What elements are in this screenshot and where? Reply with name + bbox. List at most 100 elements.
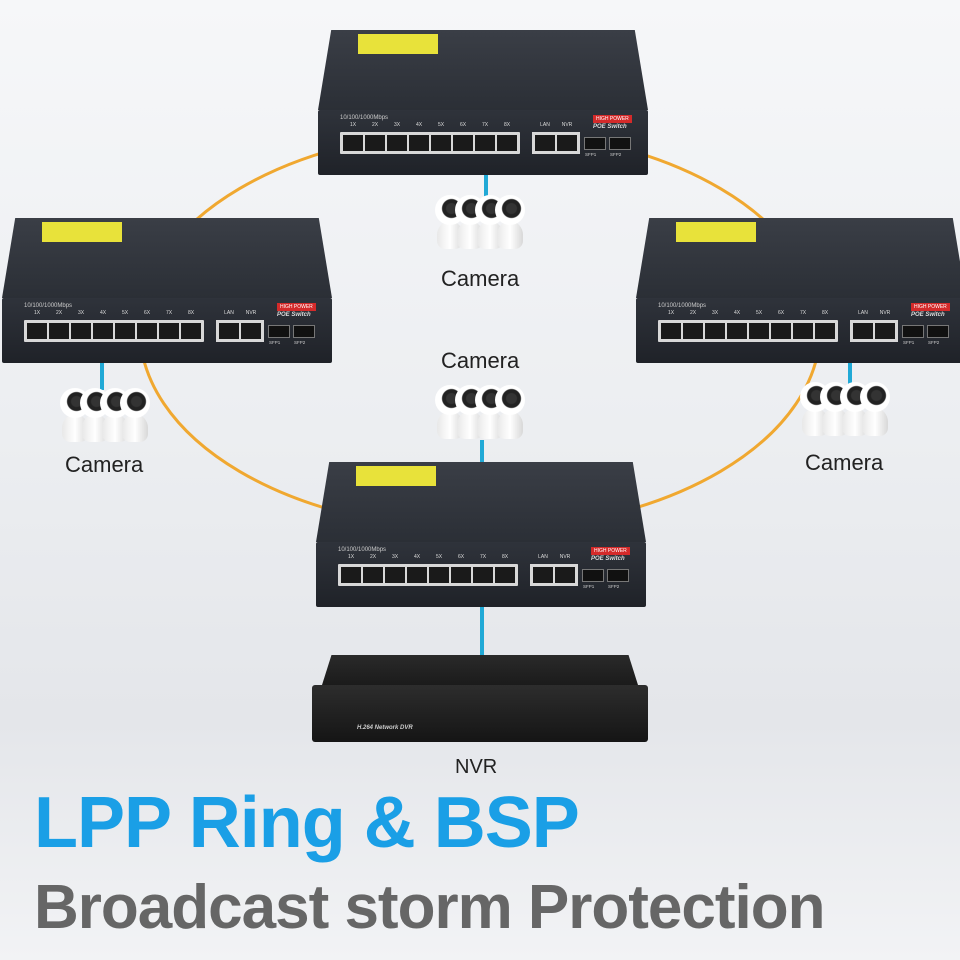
uplink-port: LAN — [533, 554, 553, 583]
camera-label-left: Camera — [65, 452, 144, 477]
camera-group-right — [800, 382, 890, 438]
port-label: 1X — [33, 310, 41, 316]
port-label: 3X — [393, 122, 401, 128]
uplink-port: NVR — [557, 122, 577, 151]
sfp-label: SFP1 — [585, 152, 597, 157]
uplink-label: LAN — [224, 310, 234, 316]
port-label: 8X — [501, 554, 509, 560]
port-label: 1X — [347, 554, 355, 560]
headline-subtitle: Broadcast storm Protection — [34, 873, 826, 942]
label-sticker — [356, 466, 436, 486]
port-label: 4X — [733, 310, 741, 316]
sfp-port: SFP2 — [607, 569, 629, 589]
camera-label-right: Camera — [805, 450, 884, 475]
port-label: 3X — [711, 310, 719, 316]
ethernet-port: 3X — [387, 122, 407, 151]
port-label: 2X — [689, 310, 697, 316]
model-label: POE Switch — [591, 556, 625, 562]
ethernet-port: 7X — [159, 310, 179, 339]
port-label: 2X — [371, 122, 379, 128]
ethernet-port: 8X — [497, 122, 517, 151]
ethernet-port: 2X — [683, 310, 703, 339]
port-label: 8X — [821, 310, 829, 316]
ethernet-port: 1X — [341, 554, 361, 583]
port-label: 7X — [481, 122, 489, 128]
sfp-label: SFP2 — [608, 584, 620, 589]
label-sticker — [358, 34, 438, 54]
port-label: 1X — [667, 310, 675, 316]
uplink-port: LAN — [219, 310, 239, 339]
uplink-port: LAN — [535, 122, 555, 151]
ethernet-port: 6X — [451, 554, 471, 583]
camera-label-middle: Camera — [441, 348, 520, 373]
ethernet-port: 1X — [343, 122, 363, 151]
sfp-label: SFP2 — [610, 152, 622, 157]
uplink-label: LAN — [538, 554, 548, 560]
sfp-port: SFP1 — [582, 569, 604, 589]
port-label: 6X — [777, 310, 785, 316]
camera-label-top: Camera — [441, 266, 520, 291]
ethernet-port: 5X — [431, 122, 451, 151]
model-label: POE Switch — [277, 312, 311, 318]
port-label: 6X — [457, 554, 465, 560]
uplink-port: NVR — [875, 310, 895, 339]
sfp-label: SFP2 — [928, 340, 940, 345]
link-nvr — [480, 603, 484, 658]
high-power-badge: HIGH POWER — [277, 303, 316, 311]
uplink-port: NVR — [555, 554, 575, 583]
ethernet-port: 2X — [365, 122, 385, 151]
ethernet-port: 8X — [181, 310, 201, 339]
ethernet-port: 1X — [27, 310, 47, 339]
uplink-label: NVR — [879, 310, 891, 316]
sfp-label: SFP2 — [294, 340, 306, 345]
ethernet-port: 4X — [407, 554, 427, 583]
sfp-port: SFP1 — [902, 325, 924, 345]
ethernet-port: 3X — [71, 310, 91, 339]
sfp-port: SFP2 — [927, 325, 949, 345]
port-label: 3X — [77, 310, 85, 316]
ethernet-port: 8X — [815, 310, 835, 339]
port-label: 6X — [143, 310, 151, 316]
label-sticker — [676, 222, 756, 242]
uplink-label: NVR — [559, 554, 571, 560]
sfp-port: SFP2 — [609, 137, 631, 157]
ethernet-port: 4X — [727, 310, 747, 339]
link-right-cameras — [848, 355, 852, 385]
uplink-port: NVR — [241, 310, 261, 339]
link-top-cameras — [484, 170, 488, 200]
camera-icon — [495, 385, 525, 441]
ethernet-port: 4X — [93, 310, 113, 339]
ethernet-port: 6X — [771, 310, 791, 339]
sfp-port: SFP1 — [268, 325, 290, 345]
port-label: 4X — [415, 122, 423, 128]
ethernet-port: 7X — [475, 122, 495, 151]
camera-group-middle — [435, 385, 525, 441]
port-label: 2X — [55, 310, 63, 316]
speed-label: 10/100/1000Mbps — [340, 115, 389, 121]
uplink-label: LAN — [540, 122, 550, 128]
port-label: 8X — [187, 310, 195, 316]
speed-label: 10/100/1000Mbps — [658, 303, 707, 309]
poe-switch-top: 10/100/1000Mbps 1X 2X 3X 4X 5X 6X 7X 8X LAN NVR SF… — [318, 30, 648, 175]
sfp-label: SFP1 — [583, 584, 595, 589]
port-label: 5X — [121, 310, 129, 316]
port-label: 6X — [459, 122, 467, 128]
nvr-front-text: H.264 Network DVR — [357, 725, 413, 731]
link-left-cameras — [100, 355, 104, 390]
model-label: POE Switch — [911, 312, 945, 318]
port-label: 2X — [369, 554, 377, 560]
uplink-label: NVR — [245, 310, 257, 316]
uplink-port: LAN — [853, 310, 873, 339]
camera-icon — [120, 388, 150, 444]
camera-group-top — [435, 195, 525, 251]
high-power-badge: HIGH POWER — [911, 303, 950, 311]
ethernet-port: 4X — [409, 122, 429, 151]
ethernet-port: 6X — [137, 310, 157, 339]
port-label: 4X — [413, 554, 421, 560]
port-label: 5X — [437, 122, 445, 128]
port-label: 3X — [391, 554, 399, 560]
nvr-device: H.264 Network DVR — [312, 655, 648, 742]
